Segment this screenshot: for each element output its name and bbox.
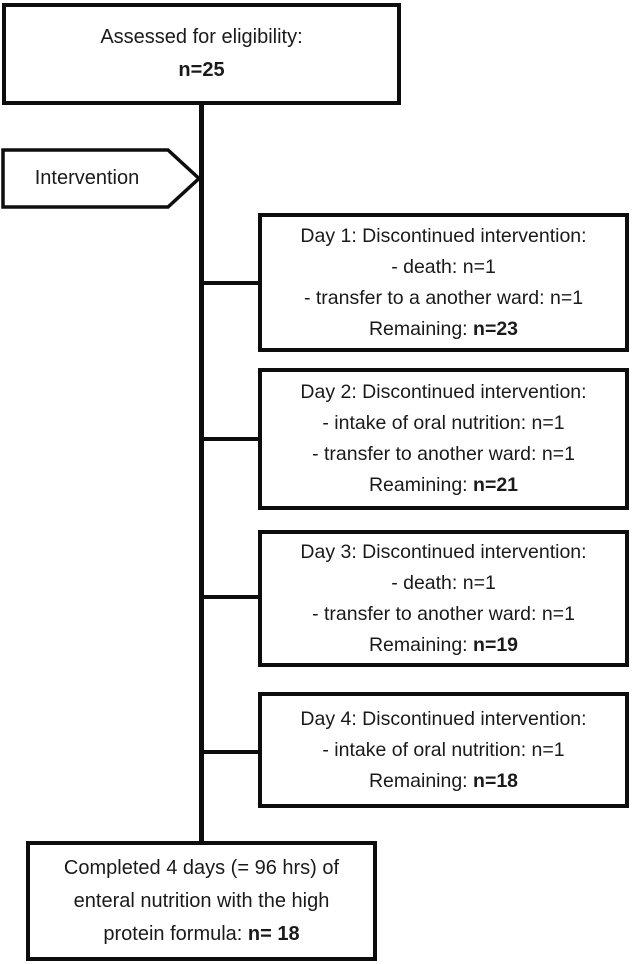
day-2-remaining-label: Reamining: (368, 474, 474, 496)
day-3-remaining-label: Remaining: (368, 633, 474, 656)
intervention-flag (1, 148, 202, 209)
completed-line-1: Completed 4 days (= 96 hrs) of (63, 856, 340, 879)
intervention-flag-shape (1, 148, 202, 209)
day-1-reason-1: - death: n=1 (391, 255, 496, 278)
day-1-remaining-value: n=23 (473, 317, 519, 340)
connector-day-4 (202, 750, 260, 754)
flow-line-vertical (199, 104, 204, 843)
day-3-remaining: Remaining: n=19 (369, 630, 518, 661)
day-3-remaining-value: n=19 (473, 633, 519, 656)
day-2-box: Day 2: Discontinued intervention: - inta… (258, 368, 629, 510)
day-4-remaining: Remaining: n=18 (369, 766, 518, 797)
day-1-remaining: Remaining: n=23 (369, 314, 518, 345)
day-4-reason-1: - intake of oral nutrition: n=1 (322, 738, 565, 761)
day-1-box: Day 1: Discontinued intervention: - deat… (258, 213, 629, 352)
day-4-box: Day 4: Discontinued intervention: - inta… (258, 692, 629, 808)
day-2-title: Day 2: Discontinued intervention: (300, 381, 587, 403)
day-3-box: Day 3: Discontinued intervention: - deat… (258, 530, 629, 667)
intervention-label: Intervention (34, 166, 140, 189)
day-2-reason-2: - transfer to another ward: n=1 (312, 443, 575, 465)
day-2-remaining: Reamining: n=21 (369, 470, 518, 501)
day-4-title: Day 4: Discontinued intervention: (300, 707, 587, 730)
completed-line-2: enteral nutrition with the high (73, 889, 330, 912)
connector-day-1 (202, 281, 260, 285)
completed-line-3-label: protein formula: (103, 922, 248, 945)
eligibility-title: Assessed for eligibility: (100, 26, 303, 48)
eligibility-box: Assessed for eligibility: n=25 (2, 3, 401, 105)
day-3-reason-1: - death: n=1 (391, 571, 496, 594)
day-3-title: Day 3: Discontinued intervention: (300, 540, 587, 563)
completed-value: n= 18 (247, 922, 300, 945)
day-1-title: Day 1: Discontinued intervention: (300, 224, 587, 247)
day-1-reason-2: - transfer to a another ward: n=1 (303, 286, 584, 309)
day-2-reason-1: - intake of oral nutrition: n=1 (322, 412, 565, 434)
day-4-remaining-label: Remaining: (368, 769, 474, 792)
eligibility-value: n=25 (178, 59, 225, 81)
completed-line-3: protein formula: n= 18 (103, 918, 299, 951)
day-1-remaining-label: Remaining: (368, 317, 474, 340)
day-4-remaining-value: n=18 (473, 769, 519, 792)
day-2-remaining-value: n=21 (473, 474, 519, 496)
connector-day-3 (202, 595, 260, 599)
completed-box: Completed 4 days (= 96 hrs) of enteral n… (26, 841, 377, 961)
connector-day-2 (202, 437, 260, 441)
day-3-reason-2: - transfer to another ward: n=1 (312, 602, 575, 625)
